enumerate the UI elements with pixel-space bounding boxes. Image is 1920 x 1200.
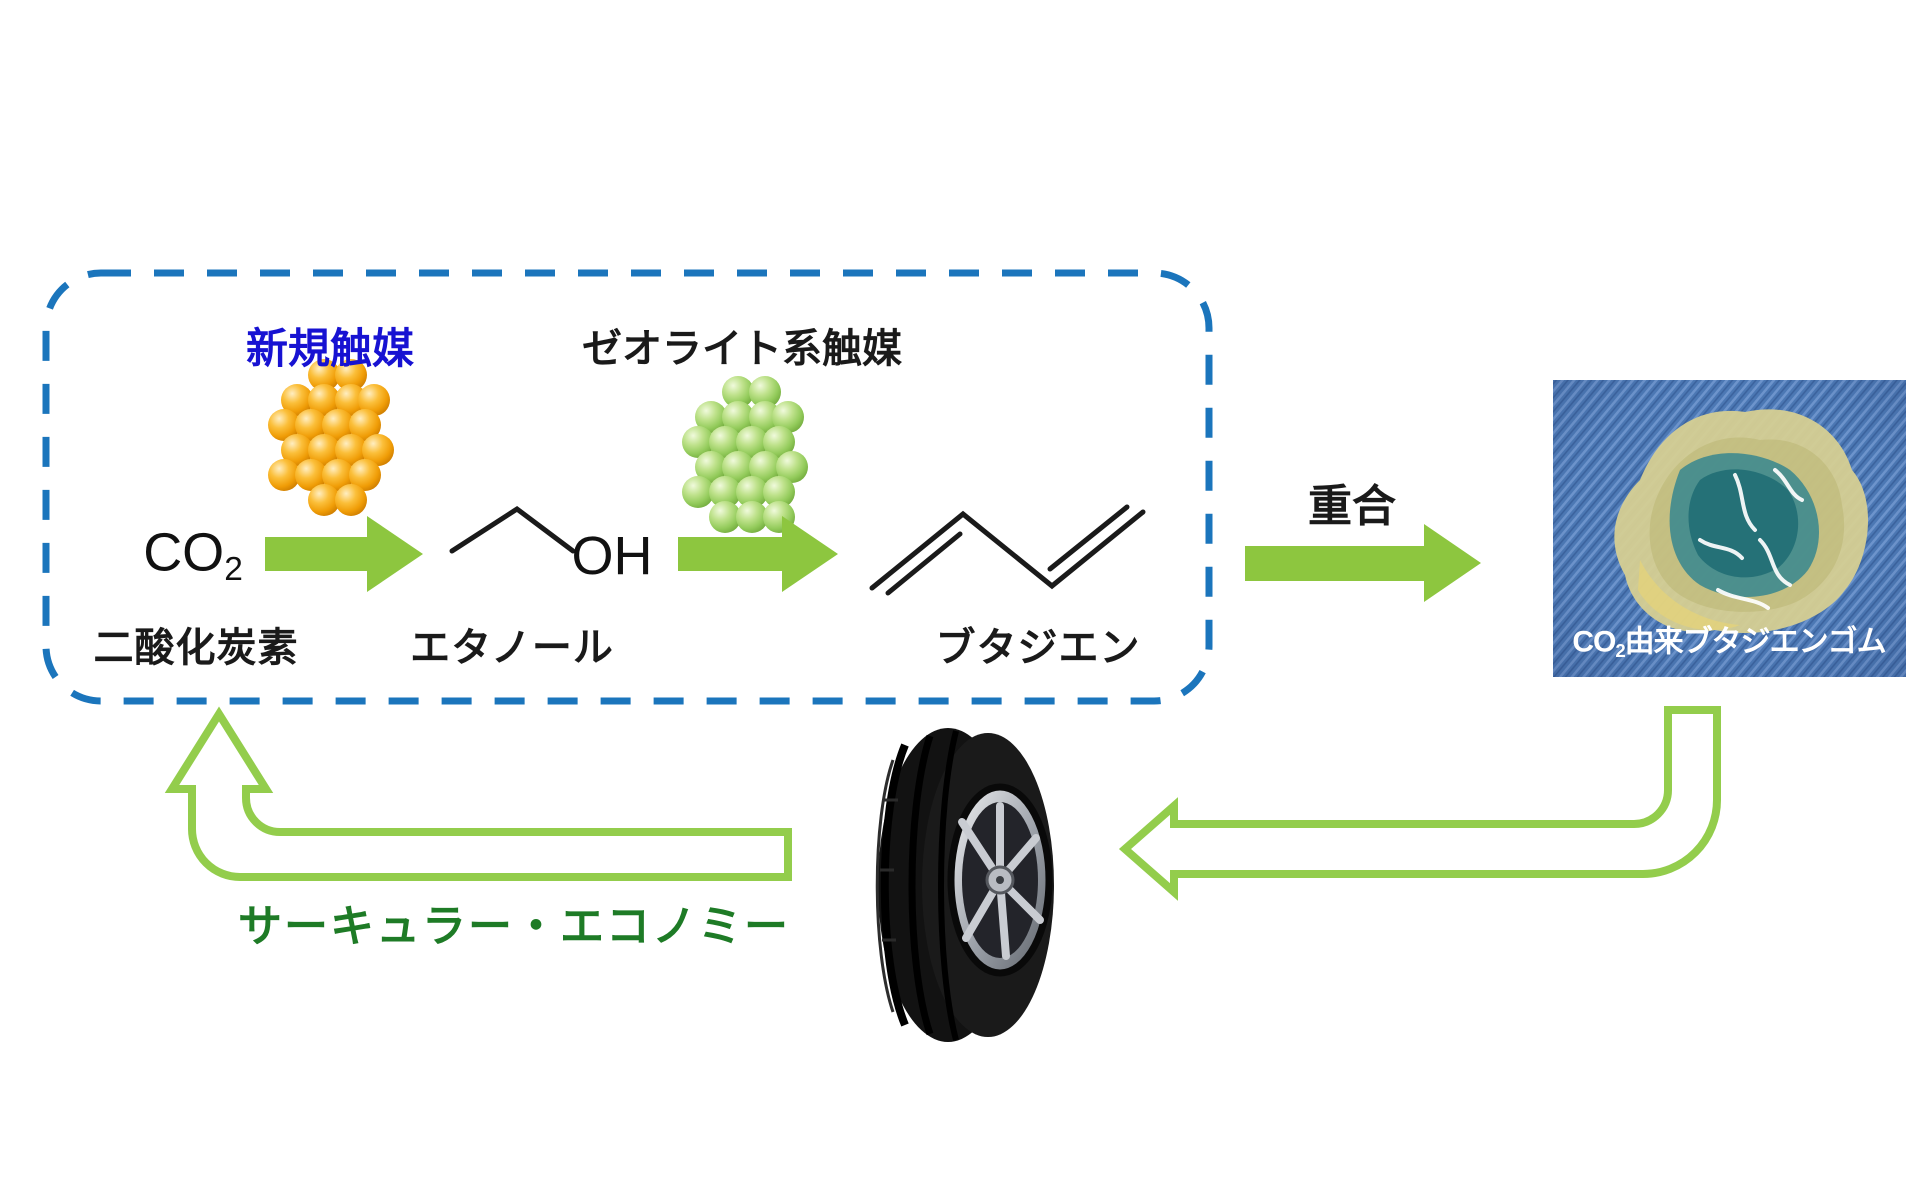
co2-formula-base: CO	[143, 522, 225, 583]
carbon-dioxide-name-label: 二酸化炭素	[93, 626, 299, 670]
tire-photo	[875, 728, 1054, 1042]
ethanol-structure-icon	[449, 505, 576, 554]
butadiene-structure-icon	[869, 504, 1146, 596]
new-catalyst-label: 新規触媒	[245, 325, 415, 372]
polymerization-label: 重合	[1308, 482, 1396, 531]
rubber-caption: CO2由来ブタジエンゴム	[1572, 625, 1887, 661]
orange-catalyst-spheres-icon	[268, 359, 394, 516]
ethanol-name-label: エタノール	[410, 626, 614, 670]
rubber-caption-rest: 由来ブタジエンゴム	[1624, 625, 1887, 659]
co2-formula: CO2	[143, 526, 243, 587]
reaction-arrow-co2-to-ethanol	[265, 516, 423, 592]
circular-economy-label: サーキュラー・エコノミー	[238, 902, 790, 951]
ethanol-oh-label: OH	[571, 526, 653, 586]
rubber-caption-base: CO	[1572, 625, 1616, 659]
cycle-arrow-tire-to-co2	[164, 706, 792, 881]
butadiene-name-label: ブタジエン	[935, 626, 1141, 670]
zeolite-catalyst-label: ゼオライト系触媒	[582, 327, 902, 371]
cycle-arrow-rubber-to-tire	[1118, 706, 1721, 901]
rubber-caption-subscript: 2	[1615, 639, 1625, 661]
co2-formula-subscript: 2	[224, 550, 243, 588]
rubber-photo	[1553, 380, 1906, 677]
polymerization-arrow	[1245, 524, 1481, 602]
zeolite-catalyst-spheres-icon	[682, 376, 808, 533]
reaction-arrow-ethanol-to-butadiene	[678, 516, 838, 592]
process-boundary-dashed-box	[42, 269, 1213, 705]
